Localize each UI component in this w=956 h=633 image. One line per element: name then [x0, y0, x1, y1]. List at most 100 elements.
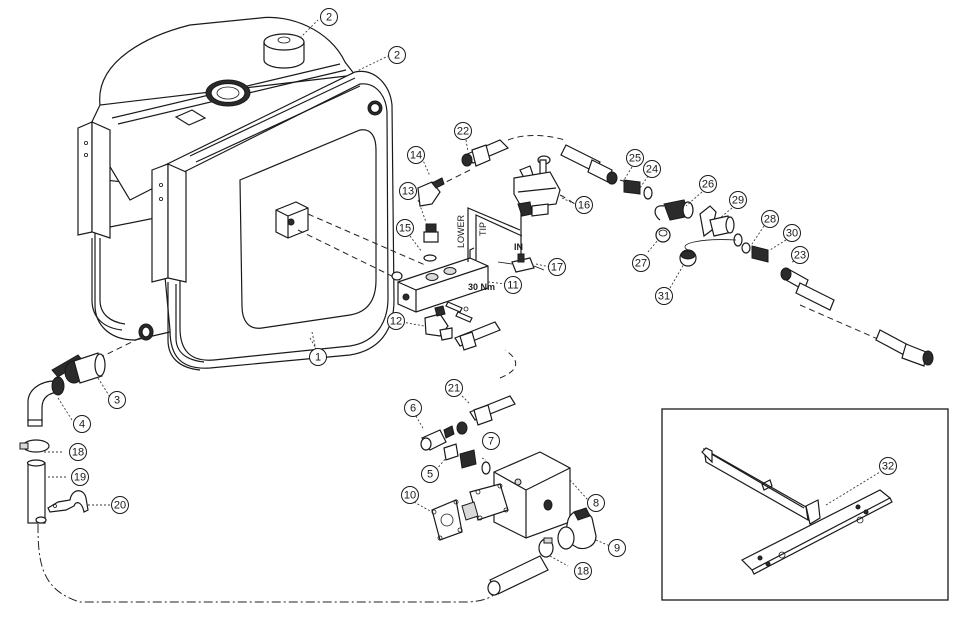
callout-circle [761, 210, 779, 228]
drain-port [138, 323, 154, 341]
callout-adapter-washer: 15 [396, 219, 414, 237]
callout-circle [445, 379, 463, 397]
callout-circle [404, 399, 422, 417]
dust-cap [655, 227, 671, 243]
torque-spec: 30 Nm [468, 282, 495, 292]
callout-circle [632, 254, 650, 272]
callout-adapter-nipple-2: 30 [783, 224, 801, 242]
right-hose-upper [560, 144, 618, 185]
callout-number: 8 [593, 498, 599, 510]
callout-hose-clamp: 18 [574, 562, 592, 580]
callout-hydraulic-tank: 1 [309, 348, 327, 366]
hydraulic-hose-out [780, 267, 934, 367]
callout-circle [421, 465, 439, 483]
adapter-nipple-2 [751, 245, 769, 263]
callout-pressure-hose: 21 [445, 379, 463, 397]
callout-number: 11 [507, 280, 518, 292]
port-label-lower: LOWER [456, 214, 466, 248]
callout-circle [454, 122, 472, 140]
callout-hose-bracket: 20 [111, 496, 129, 514]
callout-number: 10 [404, 490, 416, 502]
callout-number: 5 [427, 469, 433, 481]
callout-filler-cap: 2 [320, 8, 338, 26]
callout-quick-coupler-male: 26 [699, 175, 717, 193]
suction-hose-pump [487, 555, 549, 596]
callout-elbow-adapter-valve: 13 [399, 182, 417, 200]
callout-circle [791, 246, 809, 264]
callout-circle [320, 8, 338, 26]
adapter-nipple [623, 179, 641, 195]
elbow-fitting [27, 376, 65, 427]
callout-adapter: 5 [421, 465, 439, 483]
callout-number: 18 [72, 447, 84, 459]
hand-lever-valve [513, 155, 561, 217]
sealing-washer [481, 461, 491, 475]
control-valve-block [391, 247, 489, 313]
callout-hose-clamp: 18 [69, 443, 87, 461]
callout-number: 22 [457, 126, 469, 138]
callout-circle [111, 496, 129, 514]
callout-circle [108, 391, 126, 409]
callout-number: 14 [410, 150, 422, 162]
callout-number: 29 [732, 195, 744, 207]
callout-circle [879, 457, 897, 475]
callout-adapter-nipple: 25 [626, 149, 644, 167]
callout-adapter-valve: 14 [407, 146, 425, 164]
callouts: 1223456789101112131415161718181920212223… [69, 8, 897, 580]
callout-circle [396, 219, 414, 237]
callout-number: 12 [390, 316, 402, 328]
filler-cap [263, 33, 305, 69]
callout-suction-hose: 19 [71, 468, 89, 486]
elbow-adapter-valve [417, 177, 445, 207]
inset-panel [661, 408, 949, 601]
gear-pump [461, 451, 571, 539]
callout-number: 13 [402, 186, 414, 198]
callout-circle [401, 486, 419, 504]
callout-circle [73, 415, 91, 433]
inspection-cover [205, 79, 251, 107]
suction-elbow [557, 507, 597, 550]
callout-number: 27 [635, 258, 647, 270]
adapter [443, 443, 477, 469]
callout-mounting-bracket: 32 [879, 457, 897, 475]
elbow-adapter [420, 425, 455, 451]
callout-gear-pump: 8 [587, 494, 605, 512]
callout-number: 31 [658, 291, 670, 303]
callout-number: 26 [702, 179, 714, 191]
callout-circle [729, 191, 747, 209]
callout-pump-gasket: 10 [401, 486, 419, 504]
callout-circle [388, 46, 406, 64]
annotations: LOWER TIP IN 30 Nm [456, 214, 523, 292]
valve-hoses-lower-tip [467, 207, 523, 262]
callout-number: 19 [74, 472, 86, 484]
callout-circle [655, 287, 673, 305]
hydraulic-tank [77, 16, 395, 371]
quick-coupler-male [654, 199, 694, 221]
pressure-hose [454, 321, 516, 435]
callout-suction-elbow: 9 [608, 539, 626, 557]
tee-fitting [497, 212, 545, 273]
port-label-in: IN [514, 242, 523, 252]
adapter-valve [423, 223, 439, 243]
hose-clamp-pump [538, 537, 554, 558]
callout-circle [407, 146, 425, 164]
callout-sealing-washer: 7 [482, 432, 500, 450]
callout-ball-valve: 3 [108, 391, 126, 409]
callout-elbow-adapter: 6 [404, 399, 422, 417]
callout-circle [399, 182, 417, 200]
callout-number: 4 [79, 419, 85, 431]
callout-circle [643, 160, 661, 178]
callout-number: 23 [794, 250, 806, 262]
callout-number: 30 [786, 228, 798, 240]
hose-clamp-left [19, 439, 50, 453]
callout-number: 20 [114, 500, 126, 512]
callout-number: 6 [410, 403, 416, 415]
callout-elbow-fitting-valve: 12 [387, 312, 405, 330]
callout-hydraulic-hose-out: 23 [791, 246, 809, 264]
callout-control-valve-block: 11 [504, 276, 522, 294]
callout-number: 25 [629, 153, 641, 165]
quick-coupler-female [699, 205, 735, 238]
elbow-fitting-valve [424, 305, 453, 341]
callout-circle [69, 443, 87, 461]
